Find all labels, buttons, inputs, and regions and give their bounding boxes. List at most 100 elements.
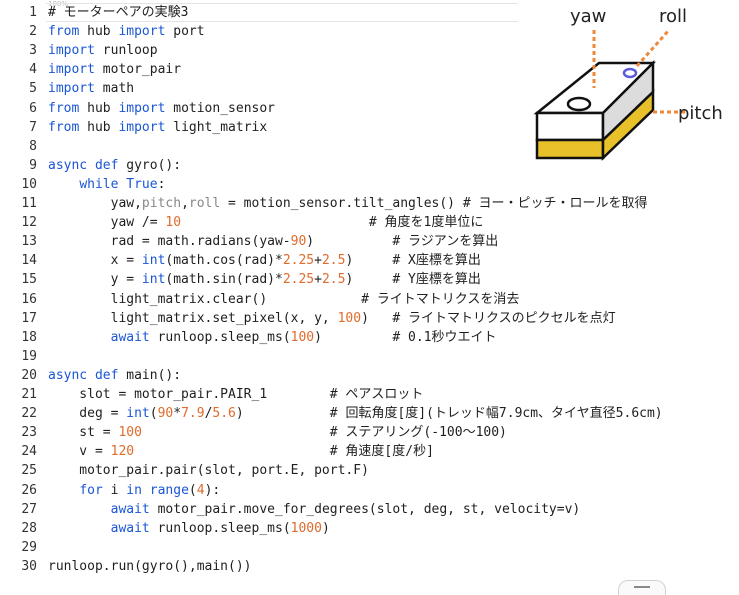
code-token: import bbox=[118, 119, 166, 135]
yaw-label: yaw bbox=[570, 6, 606, 27]
line-number: 21 bbox=[21, 387, 37, 402]
line-code: slot = motor_pair.PAIR_1 # ペアスロット bbox=[48, 385, 423, 404]
current-line-highlight bbox=[46, 3, 518, 22]
line-code: v = 120 # 角速度[度/秒] bbox=[48, 442, 434, 461]
code-token bbox=[48, 483, 79, 498]
line-number: 20 bbox=[21, 367, 37, 383]
hub-front-face bbox=[535, 111, 605, 142]
code-token: i bbox=[102, 482, 127, 498]
scroll-handle[interactable] bbox=[618, 580, 666, 595]
code-token: # 角度を1度単位に bbox=[181, 215, 484, 231]
hub-base-front bbox=[535, 138, 605, 160]
code-token bbox=[48, 330, 111, 345]
hub-button bbox=[566, 96, 592, 112]
line-code: from hub import motion_sensor bbox=[48, 99, 275, 118]
code-token: 100 bbox=[290, 329, 315, 345]
pitch-label: pitch bbox=[678, 103, 723, 124]
line-number: 2 bbox=[29, 24, 37, 40]
code-token: gyro(): bbox=[118, 157, 182, 173]
code-token: 2.25 bbox=[282, 272, 315, 288]
line-code: async def main(): bbox=[48, 366, 181, 385]
line-code: yaw,pitch,roll = motion_sensor.tilt_angl… bbox=[48, 194, 648, 213]
line-code: await motor_pair.move_for_degrees(slot, … bbox=[48, 500, 581, 519]
code-token: y = bbox=[48, 272, 142, 288]
code-token: ) # Y座標を算出 bbox=[345, 272, 481, 288]
code-token: import bbox=[48, 81, 95, 97]
code-token: async def bbox=[48, 367, 119, 383]
code-token bbox=[48, 502, 111, 517]
line-code: import math bbox=[48, 79, 134, 98]
code-token: (math.cos(rad)* bbox=[165, 253, 283, 269]
line-code: while True: bbox=[48, 175, 165, 194]
code-token: + bbox=[314, 253, 322, 269]
zoom-hint: 100% bbox=[48, 0, 69, 8]
code-token: light_matrix bbox=[165, 119, 268, 135]
line-code: y = int(math.sin(rad)*2.25+2.5) # Y座標を算出 bbox=[48, 270, 481, 289]
code-token: # ステアリング(-100〜100) bbox=[141, 425, 507, 441]
line-code: await runloop.sleep_ms(1000) bbox=[48, 519, 330, 538]
line-number: 5 bbox=[29, 81, 37, 97]
line-number: 22 bbox=[21, 406, 37, 422]
code-token: 90 bbox=[157, 406, 174, 422]
code-token: rad = math.radians(yaw- bbox=[48, 234, 291, 250]
code-token: yaw /= bbox=[48, 215, 166, 231]
roll-label: roll bbox=[659, 6, 687, 27]
code-token: math bbox=[94, 81, 135, 97]
line-number: 9 bbox=[29, 157, 37, 173]
code-token: hub bbox=[79, 24, 119, 40]
code-token: pitch bbox=[141, 196, 182, 211]
code-token: 2.5 bbox=[321, 272, 346, 288]
hub-orientation-diagram: yaw roll pitch bbox=[533, 6, 723, 161]
code-token: = motion_sensor.tilt_angles() # ヨー・ピッチ・ロ… bbox=[220, 196, 648, 211]
code-token: slot = motor_pair.PAIR_1 # ペアスロット bbox=[48, 387, 424, 402]
line-number: 15 bbox=[21, 272, 37, 288]
code-token: roll bbox=[188, 196, 221, 211]
code-token: # モーターペアの実験3 bbox=[48, 5, 189, 20]
line-code: runloop.run(gyro(),main()) bbox=[48, 557, 252, 576]
line-code: async def gyro(): bbox=[48, 156, 181, 175]
code-token: int bbox=[141, 272, 166, 288]
code-token: main(): bbox=[118, 367, 182, 383]
line-number: 17 bbox=[21, 310, 37, 326]
line-code: yaw /= 10 # 角度を1度単位に bbox=[48, 213, 484, 232]
line-number: 16 bbox=[21, 291, 37, 307]
code-token: v = bbox=[48, 444, 111, 460]
line-code: import motor_pair bbox=[48, 60, 181, 79]
code-token bbox=[142, 483, 150, 498]
code-token: 100 bbox=[118, 425, 142, 441]
code-token: deg = bbox=[48, 406, 127, 422]
code-token: : bbox=[157, 176, 166, 192]
code-token: port bbox=[165, 24, 205, 40]
code-token: 120 bbox=[110, 444, 135, 460]
code-token: async def bbox=[48, 157, 119, 173]
line-number: 24 bbox=[21, 444, 37, 460]
line-number: 28 bbox=[21, 520, 37, 536]
code-token: # 角速度[度/秒] bbox=[134, 444, 434, 460]
code-token: 90 bbox=[290, 234, 307, 250]
code-token: ) # X座標を算出 bbox=[345, 253, 481, 269]
code-token: , bbox=[181, 196, 189, 211]
line-number: 7 bbox=[29, 119, 37, 135]
code-token: / bbox=[204, 406, 213, 422]
code-token: 10 bbox=[165, 215, 182, 231]
code-token: 100 bbox=[337, 310, 362, 326]
code-token: yaw, bbox=[48, 196, 142, 211]
code-token: ) # ライトマトリクスのピクセルを点灯 bbox=[361, 310, 616, 326]
line-number: 25 bbox=[21, 463, 37, 479]
code-token: runloop bbox=[94, 43, 158, 59]
code-token: int bbox=[141, 253, 166, 269]
line-code: motor_pair.pair(slot, port.E, port.F) bbox=[48, 461, 369, 480]
code-token: await bbox=[110, 329, 150, 345]
code-token: int bbox=[126, 406, 150, 422]
code-token: range bbox=[149, 482, 189, 498]
line-number: 1 bbox=[29, 5, 37, 20]
code-token: import bbox=[118, 24, 166, 40]
line-code: # モーターペアの実験3 bbox=[48, 3, 188, 22]
roll-axis bbox=[635, 29, 671, 67]
code-token: runloop.sleep_ms( bbox=[149, 520, 291, 536]
line-number: 11 bbox=[21, 196, 37, 211]
code-token bbox=[48, 521, 111, 536]
line-code: light_matrix.set_pixel(x, y, 100) # ライトマ… bbox=[48, 309, 616, 328]
code-token: * bbox=[173, 406, 182, 422]
